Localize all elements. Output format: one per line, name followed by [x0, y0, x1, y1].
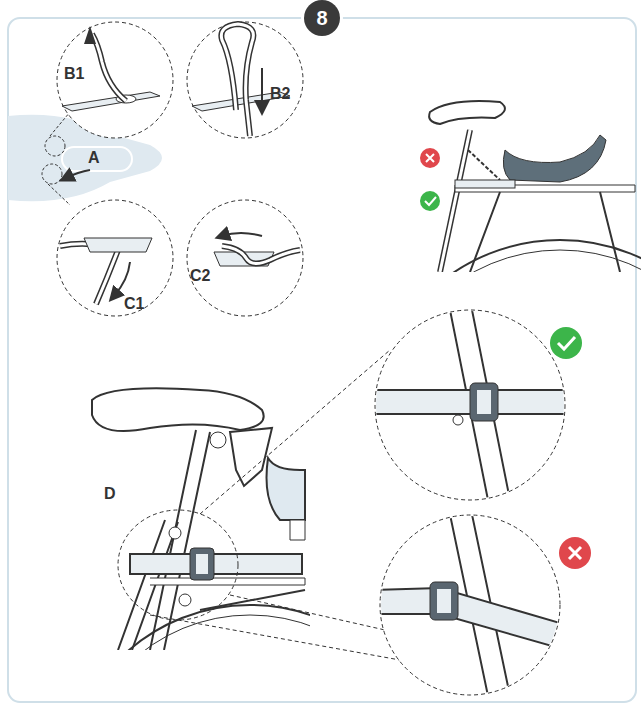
- step-number-circle: 8: [304, 0, 340, 36]
- step-label: B2: [270, 86, 290, 102]
- step-label: C2: [190, 268, 210, 284]
- step-number: 8: [316, 8, 327, 28]
- step-label: C1: [124, 296, 144, 312]
- step-label: B1: [64, 66, 84, 82]
- step-label: D: [104, 486, 116, 502]
- step-label: A: [88, 150, 100, 166]
